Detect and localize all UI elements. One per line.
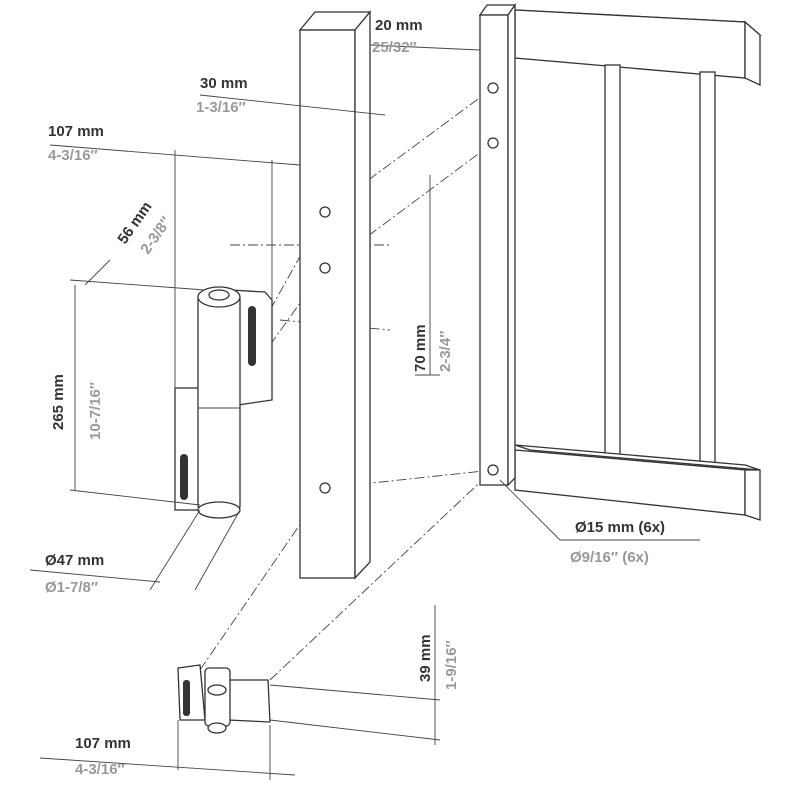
hinge-diameter-inch: Ø1-7/8″ <box>45 579 98 596</box>
gate-hole <box>487 82 499 94</box>
hole-diameter-mm: Ø15 mm (6x) <box>575 519 665 536</box>
hinge-depth-bottom-inch: 4-3/16″ <box>75 761 125 778</box>
hinge-height-inch: 10-7/16″ <box>87 382 104 440</box>
post-hole <box>319 206 331 218</box>
hole-spacing-inch: 2-3/4″ <box>437 331 454 372</box>
hole-spacing-mm: 70 mm <box>412 324 429 372</box>
hinge-height-mm: 265 mm <box>50 374 67 430</box>
gate-frame <box>478 2 762 521</box>
hinge-depth-bottom-mm: 107 mm <box>75 735 131 752</box>
logo-plate <box>248 306 256 366</box>
hinge-diameter-mm: Ø47 mm <box>45 552 104 569</box>
gate-hole <box>487 137 499 149</box>
logo-plate <box>180 454 188 500</box>
gate-hole <box>487 464 499 476</box>
bottom-hinge-height-mm: 39 mm <box>417 634 434 682</box>
bottom-hinge-height-inch: 1-9/16″ <box>443 640 460 690</box>
top-hinge <box>174 286 273 519</box>
post-hole <box>319 262 331 274</box>
gate-post-width-mm: 20 mm <box>375 17 423 34</box>
hinge-depth-top-mm: 107 mm <box>48 123 104 140</box>
post <box>298 10 372 580</box>
gate-post-width-inch: 25/32″ <box>372 39 417 56</box>
bottom-hinge <box>177 664 271 734</box>
dimension-lines <box>29 44 700 780</box>
hinge-depth-top-inch: 4-3/16″ <box>48 147 98 164</box>
post-hole <box>319 482 331 494</box>
post-width-mm: 30 mm <box>200 75 248 92</box>
hole-diameter-inch: Ø9/16″ (6x) <box>570 549 649 566</box>
post-width-inch: 1-3/16″ <box>196 99 246 116</box>
